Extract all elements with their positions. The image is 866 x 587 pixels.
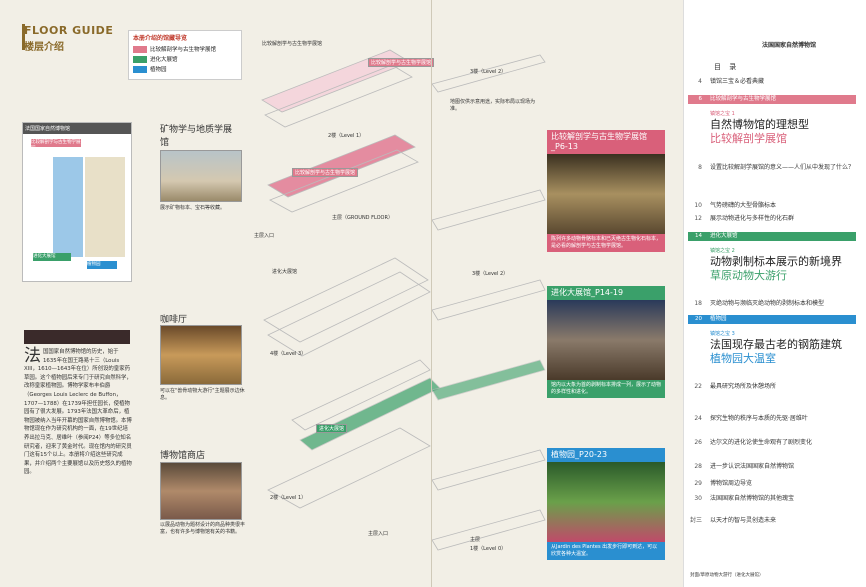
card-page: _P20-23 [575, 450, 608, 459]
legend-label: 比较解剖学与古生物学展馆 [150, 47, 217, 53]
floor-label: 3楼（Level 2） [472, 271, 509, 277]
card-photo [547, 154, 665, 234]
toc-row[interactable]: 封三以天才的智与灵创造未来 [689, 517, 777, 524]
map-region [85, 157, 125, 257]
legend-label: 进化大展馆 [150, 57, 178, 63]
card-page: _P14-19 [591, 288, 624, 297]
card-caption: 陈列许多动物骨骼标本和已灭绝古生物化石标本，是必看的解剖学与古生物学展馆。 [551, 236, 662, 249]
floor-label: 4楼（Level 3） [270, 351, 307, 357]
floor-guide-title: FLOOR GUIDE [24, 24, 114, 37]
drop-cap: 法 [24, 346, 41, 366]
map-tag: 进化大展馆 [316, 424, 348, 433]
mineral-photo [160, 150, 242, 202]
legend-title: 本册介绍的馆藏导览 [133, 35, 188, 42]
floor-top-title: 比较解剖学与古生物学展馆 [262, 41, 323, 47]
left-spread: FLOOR GUIDE 楼层介绍 本册介绍的馆藏导览 比较解剖学与古生物学展馆 … [0, 0, 683, 587]
floor-label: 2楼（Level 1） [270, 495, 307, 501]
entrance-label: 主层入口 [254, 233, 275, 239]
shop-photo [160, 462, 242, 520]
photo-card-anatomy: 比较解剖学与古生物学展馆_P6-13 陈列许多动物骨骼标本和已灭绝古生物化石标本… [547, 130, 665, 252]
legend-swatch [133, 55, 147, 63]
toc-top: 法国国家自然博物馆 [762, 42, 817, 49]
feature-subtitle: 植物园大温室 [710, 352, 776, 365]
cafe-title: 咖啡厅 [160, 315, 188, 325]
legend-swatch [133, 65, 147, 73]
map-note: 地图仅供示意用途，实际布局以现场为准。 [450, 99, 536, 112]
floor-label: 3楼（Level 2） [470, 69, 507, 75]
legend-item: 植物园 [133, 64, 237, 74]
card-title: 比较解剖学与古生物学展馆 [551, 132, 647, 141]
floor-label: 2楼（Level 1） [328, 133, 365, 139]
map-region: 进化大展馆 [33, 253, 71, 261]
museum-map: 法国国家自然博物馆 比较解剖学与古生物学展馆 进化大展馆 植物园 [22, 122, 132, 282]
intro-text: 法国国家自然博物馆的历史，始于1635年在国王路易十三（Louis XIII，1… [24, 348, 132, 477]
feature-subtitle: 比较解剖学展馆 [710, 132, 787, 145]
title-bar [22, 24, 25, 50]
legend-label: 植物园 [150, 67, 167, 73]
floor-label: 1楼（Level 0） [470, 546, 507, 552]
legend-item: 进化大展馆 [133, 54, 237, 64]
map-tag: 比较解剖学与古生物学展馆 [292, 168, 359, 177]
intro-header-bar [24, 330, 130, 344]
feature-title[interactable]: 自然博物馆的理想型 [710, 118, 809, 131]
page-gutter [431, 0, 432, 587]
legend: 本册介绍的馆藏导览 比较解剖学与古生物学展馆 进化大展馆 植物园 [128, 30, 242, 80]
floor-label: 主层（GROUND FLOOR） [332, 215, 393, 221]
feature-title[interactable]: 动物剥制标本展示的新境界 [710, 255, 842, 268]
feature-title[interactable]: 法国现存最古老的钢筋建筑 [710, 338, 842, 351]
mineral-caption: 展示矿物标本、宝石等收藏。 [160, 205, 226, 211]
cafe-caption: 可以在"兽骨动物大游行"主题展示边休息。 [160, 388, 245, 401]
photo-card-garden: 植物园_P20-23 从Jardin des Plantes 出发步行即可到达，… [547, 448, 665, 560]
card-caption: 从Jardin des Plantes 出发步行即可到达，可以欣赏各种大温室。 [551, 544, 658, 557]
feature-label: 镇馆之宝 1 [710, 111, 735, 117]
map-panel-title: 法国国家自然博物馆 [23, 123, 131, 134]
floor-diagram [261, 49, 546, 551]
legend-swatch [133, 45, 147, 53]
map-region: 植物园 [87, 261, 117, 269]
card-caption: 馆内以大象为首的剥制标本排成一列，展示了动物的多样性和进化。 [551, 382, 662, 395]
shop-caption: 以展品动物为题材设计的商品种类很丰富，也有许多与博物馆有关的书籍。 [160, 522, 246, 535]
card-title: 植物园 [551, 450, 575, 459]
toc-footer: 封面/草原动物大游行（进化大展馆） [690, 573, 764, 578]
intro-body: 国国家自然博物馆的历史，始于1635年在国王路易十三（Louis XIII，16… [24, 349, 132, 476]
photo-card-evolution: 进化大展馆_P14-19 馆内以大象为首的剥制标本排成一列，展示了动物的多样性和… [547, 286, 665, 398]
map-region: 比较解剖学与古生物学展馆 [31, 139, 81, 151]
legend-item: 比较解剖学与古生物学展馆 [133, 44, 237, 54]
card-page: _P6-13 [551, 142, 578, 151]
feature-label: 镇馆之宝 3 [710, 331, 735, 337]
floor-label: 主层 [470, 537, 481, 543]
toc-title: 目 录 [714, 63, 740, 71]
card-title: 进化大展馆 [551, 288, 591, 297]
entrance-label: 主层入口 [368, 531, 389, 537]
floor-guide-subtitle: 楼层介绍 [24, 42, 64, 53]
shop-title: 博物馆商店 [160, 451, 206, 461]
mineral-title: 矿物学与地质学展馆 [160, 125, 233, 148]
map-tag: 比较解剖学与古生物学展馆 [368, 58, 435, 67]
cafe-photo [160, 325, 242, 385]
feature-subtitle: 草原动物大游行 [710, 269, 787, 282]
card-photo [547, 300, 665, 380]
feature-label: 镇馆之宝 2 [710, 248, 735, 254]
hall-label: 进化大展馆 [272, 269, 298, 275]
card-photo [547, 462, 665, 542]
map-region [53, 157, 83, 257]
